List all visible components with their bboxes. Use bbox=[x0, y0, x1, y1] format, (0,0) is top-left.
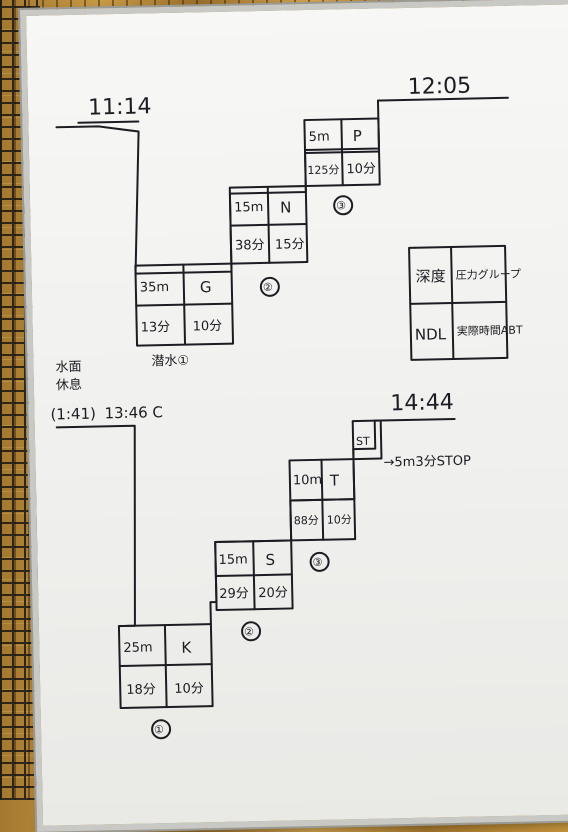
dive1-circle-3 bbox=[333, 195, 354, 216]
dive2-circle-2 bbox=[241, 621, 262, 642]
dive1-start-tick bbox=[77, 120, 140, 124]
whiteboard-drawing: 11:14 12:05 35m G 13分 10分 潜水① 15m N 38分 … bbox=[50, 74, 523, 740]
safety-stop-note: →5m3分STOP bbox=[383, 454, 471, 471]
box-n bbox=[228, 185, 309, 265]
box-g bbox=[134, 262, 235, 347]
box-s bbox=[214, 539, 294, 612]
t-depth: 10m bbox=[293, 473, 323, 489]
dive2-circle-1 bbox=[151, 719, 172, 740]
g-group: G bbox=[200, 278, 212, 296]
whiteboard: 11:14 12:05 35m G 13分 10分 潜水① 15m N 38分 … bbox=[20, 0, 568, 832]
g-ndl: 13分 bbox=[141, 320, 171, 336]
n-number: ② bbox=[263, 281, 273, 294]
k-group: K bbox=[181, 639, 192, 657]
t-abt: 10分 bbox=[327, 513, 352, 527]
st-label: ST bbox=[356, 435, 370, 448]
legend-group: 圧力グループ bbox=[455, 267, 521, 282]
s-group: S bbox=[265, 551, 275, 569]
dive1-start-time: 11:14 bbox=[88, 94, 152, 120]
k-ndl: 18分 bbox=[126, 682, 156, 698]
s-ndl: 29分 bbox=[219, 586, 249, 602]
k-number: ① bbox=[154, 723, 164, 736]
box-k bbox=[117, 623, 214, 710]
n-group: N bbox=[280, 198, 292, 216]
t-number: ③ bbox=[312, 556, 322, 569]
dive1-end-time: 12:05 bbox=[407, 74, 471, 100]
k-abt: 10分 bbox=[174, 681, 204, 697]
n-abt: 15分 bbox=[275, 237, 305, 253]
legend-box bbox=[408, 244, 509, 361]
surface-label-1: 水面 bbox=[55, 360, 81, 376]
p-abt: 10分 bbox=[346, 162, 376, 178]
legend-depth: 深度 bbox=[415, 267, 445, 286]
s-depth: 15m bbox=[218, 552, 248, 568]
dive2-profile-line bbox=[55, 424, 136, 628]
surface-label-2: 休息 bbox=[56, 377, 82, 394]
box-st bbox=[351, 419, 383, 461]
p-ndl: 125分 bbox=[307, 163, 339, 177]
s-number: ② bbox=[244, 625, 254, 638]
n-depth: 15m bbox=[234, 200, 264, 216]
t-ndl: 88分 bbox=[294, 514, 319, 528]
surface-interval: (1:41) bbox=[50, 405, 96, 424]
g-depth: 35m bbox=[140, 280, 170, 296]
legend-ndl: NDL bbox=[415, 325, 447, 344]
surface-time-group: 13:46 C bbox=[104, 403, 163, 422]
legend-abt: 実際時間ABT bbox=[457, 323, 523, 338]
dive1-caption: 潜水① bbox=[151, 354, 189, 370]
p-group: P bbox=[353, 127, 362, 145]
dive1-circle-2 bbox=[259, 276, 280, 297]
g-abt: 10分 bbox=[193, 319, 223, 335]
p-number: ③ bbox=[336, 199, 346, 212]
dive2-circle-3 bbox=[309, 551, 330, 572]
n-ndl: 38分 bbox=[235, 238, 265, 254]
t-group: T bbox=[329, 471, 340, 489]
box-t bbox=[288, 458, 357, 542]
box-p bbox=[303, 117, 381, 188]
dive2-end-time: 14:44 bbox=[390, 390, 454, 416]
k-depth: 25m bbox=[123, 640, 153, 656]
p-depth: 5m bbox=[309, 130, 330, 145]
s-abt: 20分 bbox=[258, 586, 288, 602]
